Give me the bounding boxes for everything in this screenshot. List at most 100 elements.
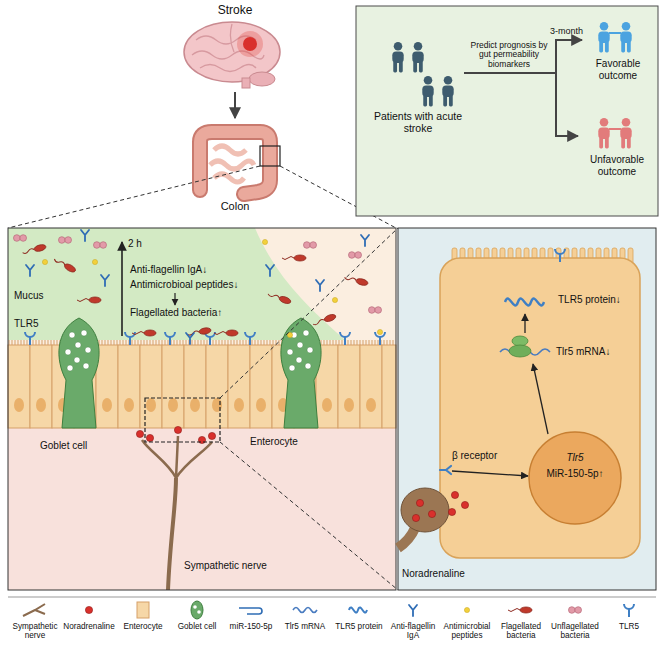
receptor-stalk	[379, 337, 381, 345]
bacterium-body	[226, 330, 238, 336]
antimicrobial-peptide	[92, 259, 97, 264]
flagellum	[508, 609, 520, 612]
microvillus	[42, 340, 43, 345]
microvillus	[228, 340, 229, 345]
coccus	[355, 252, 362, 259]
coccus	[349, 252, 356, 259]
annotation-label: 3-month	[550, 26, 583, 36]
receptor-stalk	[169, 337, 171, 345]
noradrenaline-dot	[136, 430, 143, 437]
zoom-line	[220, 228, 398, 398]
mucin-granule	[65, 349, 71, 355]
antimicrobial-peptide	[464, 607, 469, 612]
lamina-propria	[8, 428, 396, 590]
person-leg	[399, 61, 403, 72]
flagellated-bacterium	[53, 256, 77, 273]
microvillus	[333, 340, 334, 345]
legend-protein-icon	[349, 607, 367, 612]
time-arrow	[121, 242, 123, 336]
cell-nucleus	[102, 398, 112, 412]
person-leg	[443, 95, 447, 106]
person-icon	[598, 118, 609, 148]
annotation-label: Enterocyte	[250, 436, 298, 448]
anti-flagellin-iga	[409, 605, 417, 616]
enterocyte-cell	[250, 345, 272, 428]
enterocyte-cell	[118, 345, 140, 428]
unflagellated-bacterium	[13, 235, 26, 242]
microvillus	[360, 340, 361, 345]
legend-goblet-granule	[193, 605, 197, 609]
flagellated-bacterium	[267, 291, 292, 305]
person-icon	[412, 42, 423, 72]
flagellated-bacterium	[77, 297, 101, 303]
annotation-label: Antimicrobioal peptides↓	[130, 279, 238, 291]
annotation-label: Noradrenaline	[402, 568, 465, 580]
cell-nucleus	[146, 398, 156, 412]
mucin-granule	[74, 357, 80, 363]
microvillus	[384, 340, 385, 345]
flagellated-bacterium	[508, 607, 532, 613]
tlr5-receptor	[25, 332, 35, 345]
flagellum	[77, 299, 89, 302]
noradrenaline-dot	[174, 426, 181, 433]
cell-nucleus	[256, 398, 266, 412]
microvillus	[264, 340, 265, 345]
legend-text: TLR5 protein	[331, 622, 387, 631]
bacterium-body	[355, 278, 368, 287]
enterocyte-cell	[184, 345, 206, 428]
microvillus	[15, 340, 16, 345]
flagellum	[282, 257, 294, 260]
flagellated-bacterium	[312, 313, 337, 327]
coccus	[369, 307, 376, 314]
microvillus	[369, 340, 370, 345]
annotation-label: Mucus	[14, 290, 43, 302]
enterocyte-cell	[360, 345, 382, 428]
microvillus	[327, 340, 328, 345]
microvillus	[159, 340, 160, 345]
microvillus	[183, 340, 184, 345]
microvillus	[147, 340, 148, 345]
noradrenaline-dot	[412, 514, 419, 521]
person-head	[600, 118, 609, 127]
person-head	[622, 118, 631, 127]
flow-arrow	[464, 40, 582, 73]
person-icon	[620, 22, 631, 52]
microvillus	[174, 340, 175, 345]
receptor-stalk	[559, 254, 561, 262]
stroke-lesion	[243, 37, 257, 51]
coccus	[13, 235, 20, 242]
person-head	[600, 22, 609, 31]
unflagellated-bacterium	[349, 252, 362, 259]
legend-goblet-icon	[191, 601, 203, 619]
held-hands	[609, 32, 621, 34]
person-leg	[599, 41, 603, 52]
tlr5-receptor	[555, 249, 565, 262]
annotation-label: Flagellated bacteria↑	[130, 307, 222, 319]
microvillus	[144, 340, 145, 345]
microvillus	[156, 340, 157, 345]
coccus	[569, 607, 576, 614]
microvillus	[36, 340, 37, 345]
microvillus	[372, 340, 373, 345]
bacterium-body	[89, 297, 101, 303]
mucin-granule	[307, 347, 313, 353]
microvillus	[120, 340, 121, 345]
noradrenaline-dot	[461, 501, 468, 508]
goblet-body	[59, 318, 99, 428]
microvillus	[162, 340, 163, 345]
microvillus	[180, 340, 181, 345]
mucin-granule	[296, 357, 302, 363]
node-text: Colon	[168, 200, 302, 213]
person-head	[394, 42, 403, 51]
annotation-label: TLR5 protein↓	[558, 294, 621, 306]
legend-enterocyte-icon	[137, 602, 149, 618]
person-leg	[599, 137, 603, 148]
gut-panel-border	[8, 228, 396, 590]
person-head	[622, 22, 631, 31]
annotation-label: MiR-150-5p↑	[546, 468, 603, 480]
transcription-arrow	[533, 364, 548, 434]
microvillus	[186, 340, 187, 345]
anti-flagellin-iga	[266, 265, 274, 276]
bacterium-body	[199, 327, 212, 335]
